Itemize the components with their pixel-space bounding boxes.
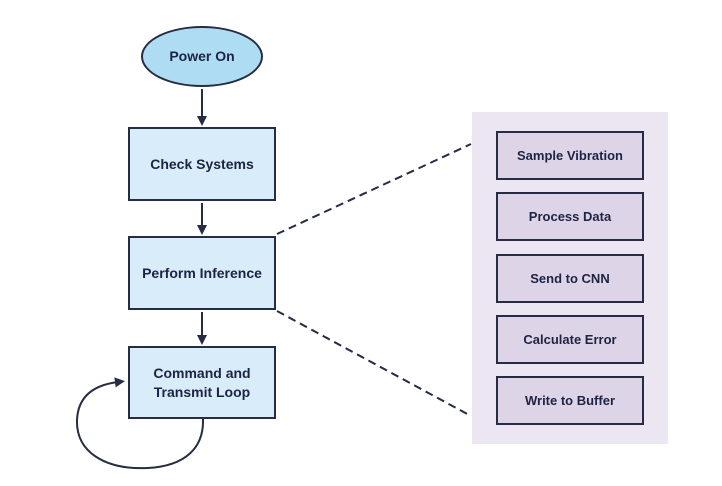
flow-node-power-on: Power On bbox=[141, 26, 263, 87]
panel-item-process-data: Process Data bbox=[496, 192, 644, 242]
panel-item-send-to-cnn: Send to CNN bbox=[496, 253, 644, 303]
panel-item-calculate-error: Calculate Error bbox=[496, 314, 644, 364]
flow-node-check-systems: Check Systems bbox=[128, 127, 276, 201]
flow-node-label: Command and Transmit Loop bbox=[153, 365, 251, 400]
self-loop-arrow bbox=[75, 377, 205, 470]
panel-item-sample-vibration: Sample Vibration bbox=[496, 131, 644, 180]
flow-node-command-transmit-loop: Command and Transmit Loop bbox=[128, 346, 276, 419]
flow-node-label: Power On bbox=[169, 48, 235, 65]
dashed-connector-bottom bbox=[276, 310, 472, 417]
dashed-connector-top bbox=[276, 143, 472, 235]
flow-node-label: Perform Inference bbox=[142, 264, 262, 281]
flow-node-perform-inference: Perform Inference bbox=[128, 236, 276, 310]
panel-item-write-to-buffer: Write to Buffer bbox=[496, 376, 644, 425]
flow-node-label: Check Systems bbox=[150, 155, 254, 172]
inference-detail-panel: Sample Vibration Process Data Send to CN… bbox=[472, 112, 668, 444]
